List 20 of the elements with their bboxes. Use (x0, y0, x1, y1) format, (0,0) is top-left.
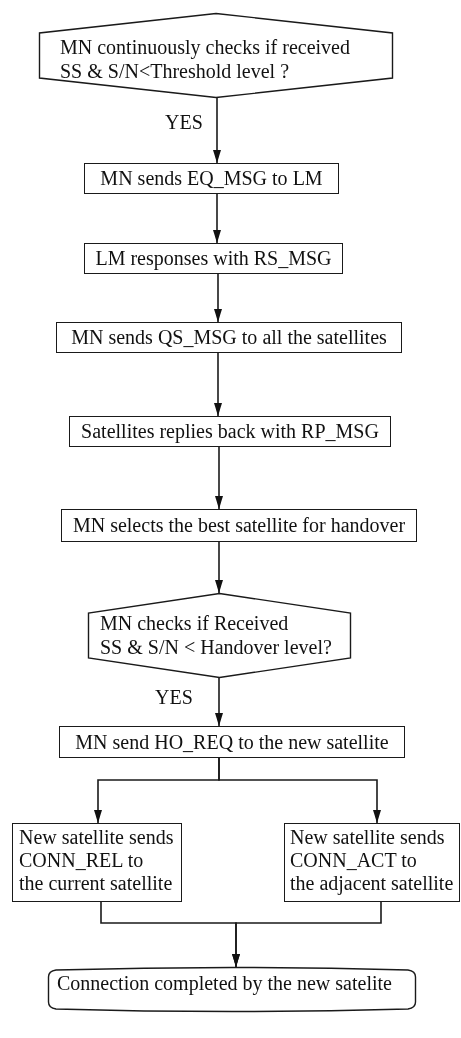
arrow (232, 901, 382, 968)
arrow (213, 193, 221, 244)
process-box: Satellites replies back with RP_MSG (69, 416, 391, 447)
decision-hexagon: MN continuously checks if received SS & S/N<Threshold level ? (39, 13, 393, 98)
arrow (214, 352, 222, 417)
arrow (215, 541, 223, 594)
process-box: MN sends QS_MSG to all the satellites (56, 322, 402, 353)
arrow (218, 757, 381, 824)
process-box: MN sends EQ_MSG to LM (84, 163, 339, 194)
process-box: New satellite sends CONN_REL to the current satellite (12, 823, 182, 902)
arrow (214, 273, 222, 323)
terminator-shape: Connection completed by the new satelite (48, 967, 416, 1012)
process-box: MN send HO_REQ to the new satellite (59, 726, 405, 758)
arrow (215, 677, 223, 727)
process-box: LM responses with RS_MSG (84, 243, 343, 274)
arrow (213, 97, 221, 164)
process-box: New satellite sends CONN_ACT to the adjacent satellite (284, 823, 460, 902)
arrow (215, 446, 223, 510)
decision-hexagon: MN checks if Received SS & S/N < Handover level? (88, 593, 351, 678)
process-box: MN selects the best satellite for handover (61, 509, 417, 542)
